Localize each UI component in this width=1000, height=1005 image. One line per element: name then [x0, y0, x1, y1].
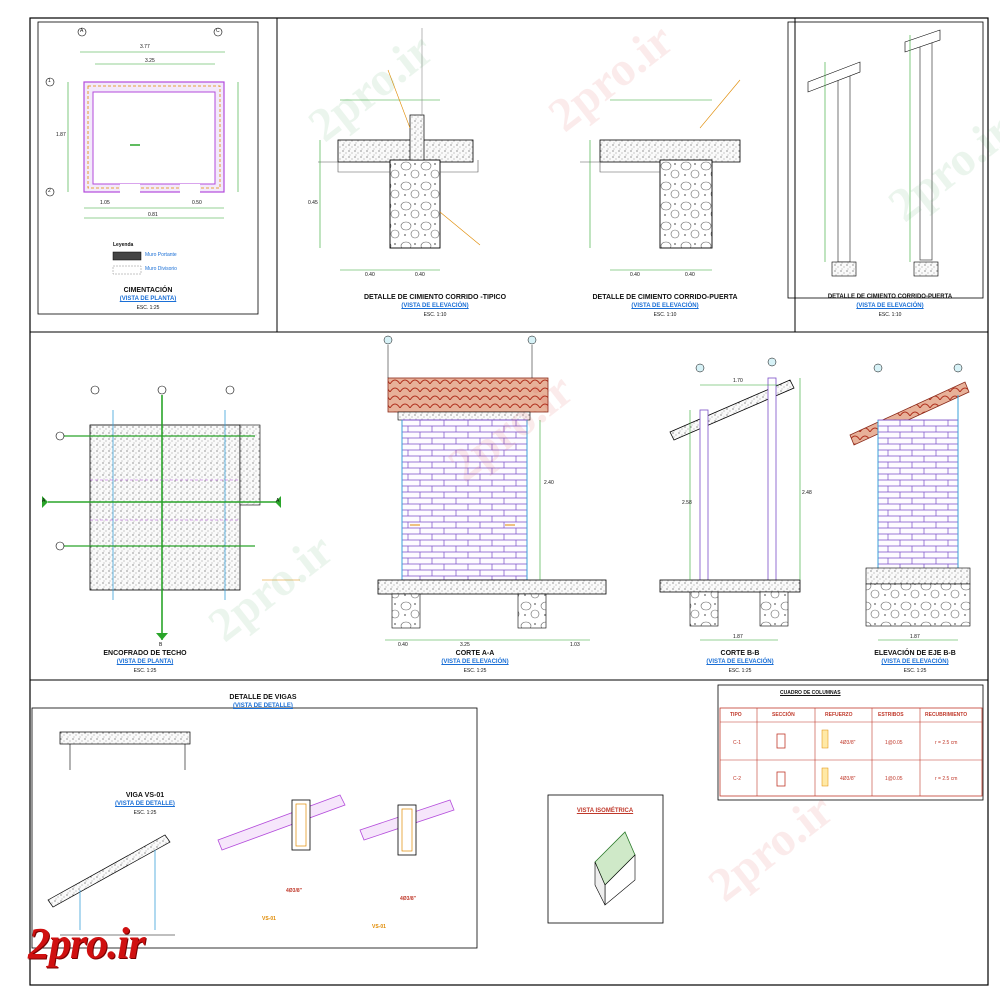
section-marker: B	[159, 642, 163, 648]
corte-bb-dim: 1.87	[733, 634, 743, 640]
encofrado-scale: ESC. 1:25	[133, 668, 157, 674]
elevacion-scale: ESC. 1:25	[903, 668, 927, 674]
detail-dim: 0.40	[685, 272, 695, 278]
vigas-title: DETALLE DE VIGAS	[229, 694, 297, 701]
corte-aa-title: CORTE A-A	[455, 650, 495, 657]
table-header: SECCIÓN	[772, 712, 795, 718]
dim-inner-top: 3.25	[145, 58, 155, 64]
cimentacion-plan	[45, 27, 239, 275]
legend-title: Leyenda	[113, 242, 134, 248]
vigas-subtitle: (VISTA DE DETALLE)	[233, 703, 293, 709]
detail-dim: 0.45	[308, 200, 318, 206]
corte-bb-scale: ESC. 1:25	[728, 668, 752, 674]
columns-table-title: CUADRO DE COLUMNAS	[780, 690, 841, 696]
detalle-cimiento-tipico	[318, 28, 481, 271]
detalle-puerta-scale: ESC. 1:10	[653, 312, 677, 318]
detalle-puerta2-title: DETALLE DE CIMIENTO CORRIDO-PUERTA	[827, 294, 953, 300]
dim-bottom-right: 0.50	[192, 200, 202, 206]
corte-aa-scale: ESC. 1:25	[463, 668, 487, 674]
corte-dim: 2.40	[544, 480, 554, 486]
table-cell-refuerzo: 4Ø3/8"	[840, 740, 856, 746]
cimentacion-subtitle: (VISTA DE PLANTA)	[119, 296, 177, 302]
table-header: TIPO	[730, 712, 742, 718]
corte-b-b	[659, 357, 801, 641]
table-cell-recub: r = 2.5 cm	[935, 740, 958, 746]
columns-table	[719, 707, 983, 797]
grid-row-2: 2	[48, 188, 51, 194]
elevacion-eje	[849, 363, 971, 641]
corte-bb-dim: 2.48	[802, 490, 812, 496]
table-header: RECUBRIMIENTO	[925, 712, 968, 718]
section-marker: A	[42, 498, 46, 504]
detalle-puerta2-subtitle: (VISTA DE ELEVACIÓN)	[856, 303, 924, 309]
corte-aa-subtitle: (VISTA DE ELEVACIÓN)	[441, 659, 509, 665]
encofrado-techo	[42, 385, 300, 640]
corte-dim: 1.03	[570, 642, 580, 648]
detalle-columna	[807, 29, 941, 277]
dim-side: 1.87	[56, 132, 66, 138]
cimentacion-scale: ESC. 1:25	[136, 305, 160, 311]
detalle-cimiento-puerta	[580, 79, 741, 271]
detail-dim: 0.40	[630, 272, 640, 278]
dim-bottom-mid: 0.81	[148, 212, 158, 218]
encofrado-subtitle: (VISTA DE PLANTA)	[116, 659, 174, 665]
encofrado-title: ENCOFRADO DE TECHO	[103, 650, 187, 657]
detalle-puerta-subtitle: (VISTA DE ELEVACIÓN)	[631, 303, 699, 309]
dim-top: 3.77	[140, 44, 150, 50]
detalle-puerta2-scale: ESC. 1:10	[878, 312, 902, 318]
table-cell-estribos: 1@0.05	[885, 740, 903, 746]
table-cell-recub: r = 2.5 cm	[935, 776, 958, 782]
elev-dim: 1.87	[910, 634, 920, 640]
table-header: ESTRIBOS	[878, 712, 904, 718]
corte-bb-subtitle: (VISTA DE ELEVACIÓN)	[706, 659, 774, 665]
cimentacion-title: CIMENTACIÓN	[123, 287, 173, 294]
viga-note: 4Ø3/8"	[286, 888, 302, 894]
isometric-title: VISTA ISOMÉTRICA	[576, 808, 634, 814]
legend-item: Muro Divisorio	[145, 266, 177, 272]
corte-dim: 3.25	[460, 642, 470, 648]
grid-col-a: A	[80, 28, 84, 34]
isometric-view	[594, 831, 636, 906]
vigas-sections	[217, 794, 455, 856]
brand-logo: 2pro.ir	[28, 919, 145, 968]
elevacion-title: ELEVACIÓN DE EJE B-B	[874, 650, 956, 657]
corte-bb-dim: 2.58	[682, 500, 692, 506]
detalle-tipico-scale: ESC. 1:10	[423, 312, 447, 318]
dim-bottom-left: 1.05	[100, 200, 110, 206]
table-cell-tipo: C-2	[733, 776, 742, 782]
legend-item: Muro Portante	[145, 252, 177, 258]
grid-col-c: C	[216, 28, 220, 34]
viga-note: 4Ø3/8"	[400, 896, 416, 902]
viga-vs-subtitle: (VISTA DE DETALLE)	[115, 801, 175, 807]
table-header: REFUERZO	[825, 712, 853, 718]
viga-tag: VS-01	[262, 916, 276, 922]
viga-vs-title: VIGA VS-01	[125, 792, 165, 799]
viga-tag: VS-01	[372, 924, 386, 930]
corte-dim: 0.40	[398, 642, 408, 648]
corte-bb-dim: 1.70	[733, 378, 743, 384]
section-marker: A	[276, 498, 280, 504]
viga-vs-scale: ESC. 1:25	[133, 810, 157, 816]
detalle-tipico-title: DETALLE DE CIMIENTO CORRIDO -TIPICO	[363, 294, 507, 301]
sheet-border	[29, 17, 989, 986]
detail-dim: 0.40	[365, 272, 375, 278]
detalle-puerta-title: DETALLE DE CIMIENTO CORRIDO-PUERTA	[592, 294, 738, 301]
corte-a-a	[377, 335, 607, 641]
table-cell-tipo: C-1	[733, 740, 742, 746]
table-cell-estribos: 1@0.05	[885, 776, 903, 782]
grid-row-1: 1	[48, 78, 51, 84]
table-cell-refuerzo: 4Ø3/8"	[840, 776, 856, 782]
detalle-tipico-subtitle: (VISTA DE ELEVACIÓN)	[401, 303, 469, 309]
corte-bb-title: CORTE B-B	[720, 650, 760, 657]
viga-vs-detail	[47, 731, 191, 936]
elevacion-subtitle: (VISTA DE ELEVACIÓN)	[881, 659, 949, 665]
detail-dim: 0.40	[415, 272, 425, 278]
